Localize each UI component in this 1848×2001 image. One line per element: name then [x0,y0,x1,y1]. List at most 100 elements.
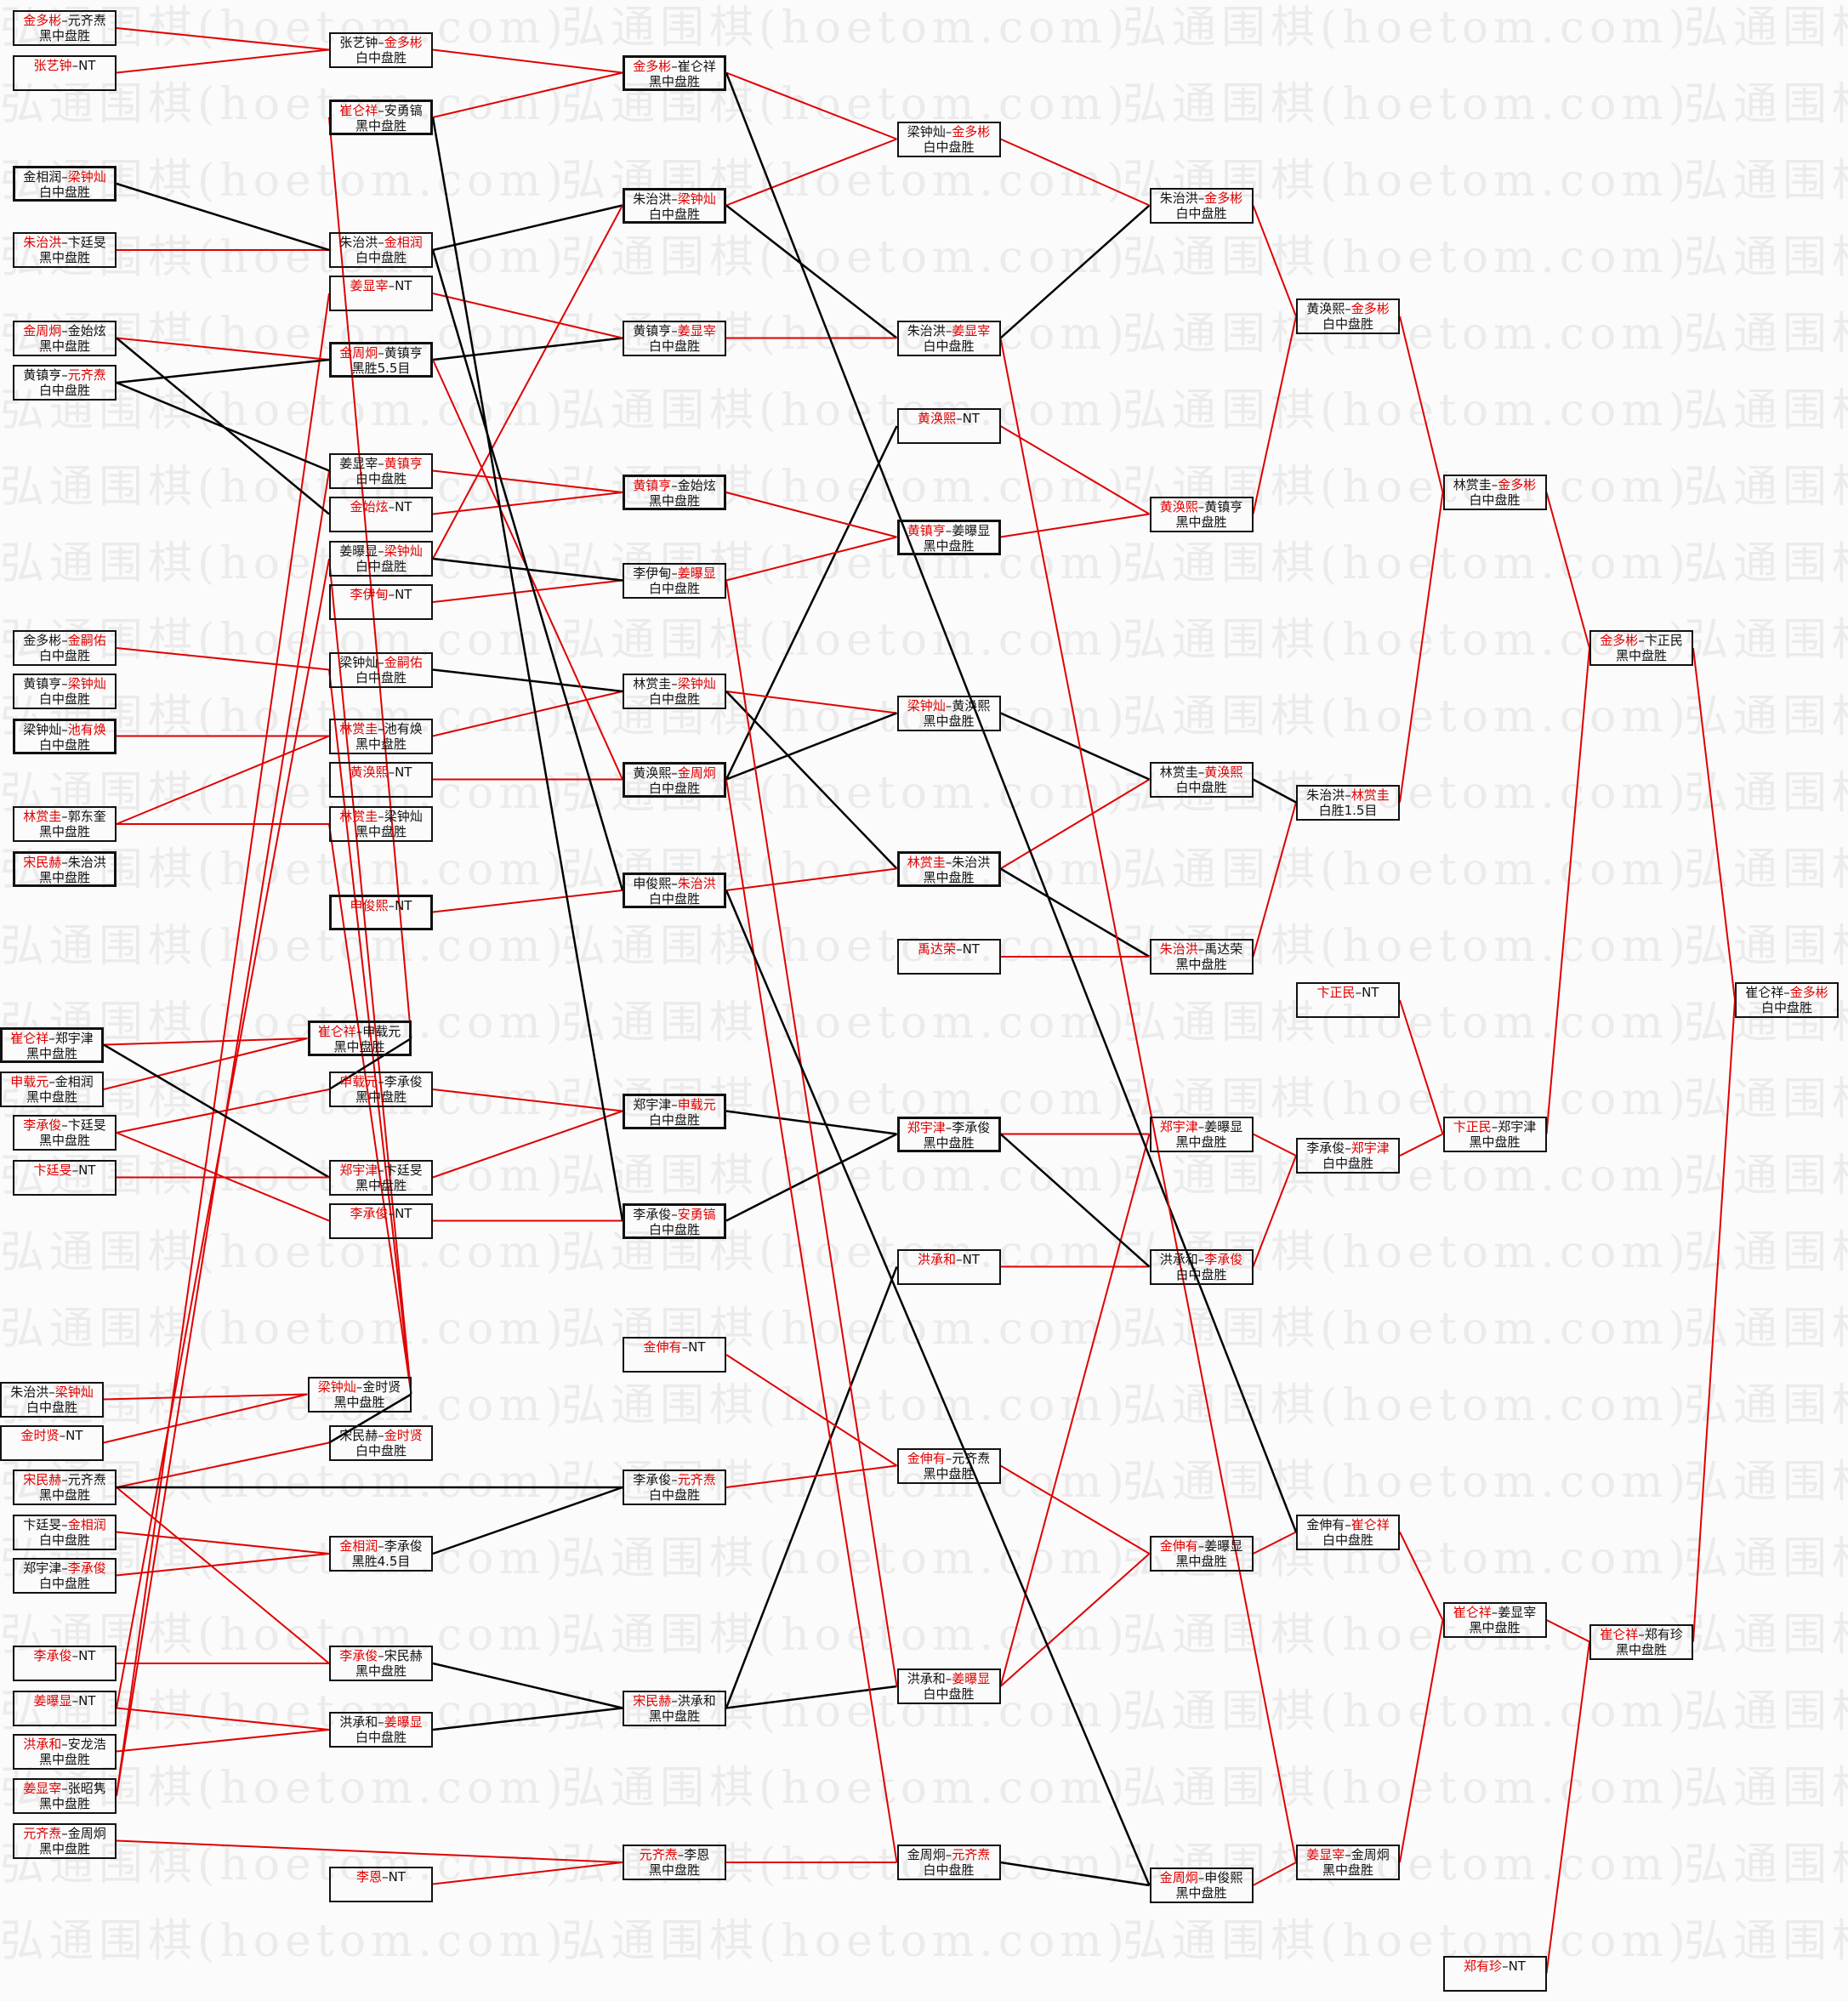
match-result: 白中盘胜 [648,891,700,907]
player-white: 梁钟灿 [384,809,423,824]
player-black: 李承俊 [1306,1140,1345,1156]
match-players: 李承俊安勇镐 [625,1207,724,1222]
match-box: 金始炫NT [329,496,433,532]
match-players: 黄涣熙黄镇亨 [1151,499,1252,514]
separator [378,1648,384,1663]
player-black: 黄涣熙 [918,411,957,426]
player-white: 黄涣熙 [952,697,991,713]
player-white: 金多彬 [1350,301,1390,316]
separator [1345,1140,1351,1156]
advance-line [1692,647,1736,1001]
player-black: 李伊甸 [633,565,672,581]
player-black: 黄镇亨 [907,522,946,538]
match-box: 郑宇津姜曝显黑中盘胜 [1149,1116,1254,1152]
advance-line [725,536,897,582]
match-players: 姜显宰黄镇亨 [331,456,431,471]
player-white: 申俊熙 [1204,1870,1243,1885]
match-box: 洪承和李承俊白中盘胜 [1149,1248,1254,1285]
match-result: 白中盘胜 [355,470,407,486]
match-players: 金周炯元齐焘 [899,1847,999,1862]
player-black: 金时贤 [20,1427,60,1443]
separator [389,278,395,293]
match-result: 白中盘胜 [38,1575,90,1591]
separator [61,1117,68,1133]
match-result: 白中盘胜 [923,139,975,155]
match-result: 白中盘胜 [355,559,407,574]
match-box: 禹达荣NT [896,939,1001,975]
match-players: 张艺钟金多彬 [331,35,431,50]
match-box: 李承俊宋民赫黑中盘胜 [329,1646,433,1681]
separator [61,1517,68,1532]
player-white: 金多彬 [384,34,423,50]
advance-line [1399,1619,1444,1863]
player-white: 卞正民 [1644,633,1683,648]
match-players: 朱治洪金多彬 [1151,190,1252,206]
separator [1345,301,1351,316]
player-black: 宋民赫 [23,1472,62,1487]
separator [61,1472,68,1487]
match-result: 白中盘胜 [1322,1532,1373,1548]
player-black: 申载元 [10,1074,49,1089]
match-box: 金周炯申俊熙黑中盘胜 [1149,1867,1254,1903]
player-white: 金相润 [54,1074,94,1089]
player-white: NT [65,1427,83,1443]
separator [61,1560,68,1576]
player-white: 林赏圭 [1350,787,1390,803]
player-white: 金多彬 [1789,985,1828,1000]
drop-line [999,204,1151,339]
player-black: 黄涣熙 [1159,498,1198,514]
separator [61,13,68,28]
player-black: 崔仑祥 [10,1030,49,1046]
match-result: 黑中盘胜 [355,1663,407,1679]
separator [671,1472,678,1487]
separator [61,1737,68,1752]
separator [671,1207,678,1222]
advance-line [1253,1133,1297,1157]
player-black: 崔仑祥 [339,103,378,118]
separator [1502,1958,1509,1974]
separator [671,1097,678,1112]
player-black: 金伸有 [1306,1516,1345,1532]
match-box: 朱治洪禹达荣黑中盘胜 [1149,939,1254,975]
drop-line [116,337,330,515]
player-white: 朱治洪 [67,854,106,870]
drop-line [103,1043,330,1179]
match-players: 金多彬卞正民 [1591,633,1692,648]
match-box: 宋民赫洪承和黑中盘胜 [623,1690,726,1726]
separator [389,1206,395,1221]
player-white: 张昭隽 [67,1781,106,1796]
match-result: 黑中盘胜 [38,1487,90,1503]
drop-line [725,1266,898,1708]
drop-line [999,1133,1151,1268]
separator [48,1031,55,1046]
drop-line [725,890,1151,1886]
separator [1492,1605,1498,1620]
match-players: 李承俊元齐焘 [624,1472,725,1487]
player-black: 金伸有 [1159,1538,1198,1554]
match-players: 卞廷旻金相润 [14,1517,115,1532]
match-result: 黑中盘胜 [648,1708,700,1724]
player-white: NT [78,1648,96,1663]
match-box: 李承俊安勇镐白中盘胜 [623,1202,726,1239]
match-result: 黑中盘胜 [355,1089,407,1105]
player-black: 洪承和 [23,1736,62,1752]
drop-line [116,358,330,384]
player-white: NT [78,1162,96,1178]
separator [1638,1627,1645,1642]
match-players: 朱治洪林赏圭 [1298,787,1398,803]
advance-line [1692,999,1736,1642]
advance-line [432,1089,623,1112]
match-box: 卞正民NT [1296,982,1400,1018]
separator [378,1163,384,1178]
advance-line [1252,1155,1297,1267]
match-result: 白中盘胜 [355,250,407,265]
separator [61,855,68,870]
match-box: 黄涣熙NT [329,761,433,798]
match-players: 崔仑祥姜显宰 [1445,1605,1545,1620]
separator [1198,1538,1205,1554]
match-players: 姜显宰金周炯 [1298,1847,1398,1862]
advance-line [116,1089,330,1134]
player-white: NT [962,941,980,957]
separator [389,499,395,514]
match-result: 白中盘胜 [38,648,90,663]
